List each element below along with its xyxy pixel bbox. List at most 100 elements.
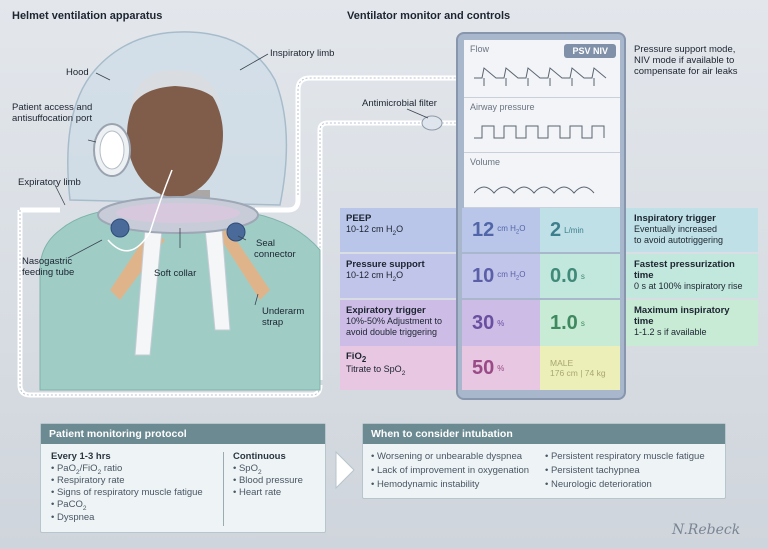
ps-value-cell[interactable]: 10 cm H2O (462, 254, 540, 298)
monitoring-every-head: Every 1-3 hrs (51, 451, 111, 462)
volume-waveform (474, 186, 595, 194)
fio2-value-cell[interactable]: 50 % (462, 346, 540, 390)
insp-time-value: 1.0 (550, 311, 578, 334)
arrow-right-icon (335, 450, 355, 490)
ps-unit: cm H2O (497, 270, 526, 282)
nasogastric-tube (107, 169, 173, 252)
label-seal-line1: Seal (256, 238, 276, 249)
insp-time-name: Maximum inspiratory time (634, 305, 730, 327)
monitoring-resp-rate: • Respiratory rate (51, 475, 125, 486)
press-time-name: Fastest pressurization time (634, 259, 735, 281)
insp-time-value-cell[interactable]: 1.0 s (540, 300, 620, 346)
monitoring-spo2: • SpO2 (233, 463, 262, 476)
intubation-item-1: • Worsening or unbearable dyspnea (371, 451, 523, 462)
label-seal-line2: connector (254, 249, 296, 260)
fio2-value: 50 (472, 356, 495, 379)
insp-trigger-desc: Inspiratory trigger Eventually increased… (626, 208, 758, 252)
fio2-unit: % (497, 363, 505, 373)
insp-trigger-unit: L/min (564, 225, 584, 235)
mode-note-line1: Pressure support mode, (634, 44, 736, 55)
peep-value: 12 (472, 218, 495, 241)
press-time-unit: s (580, 271, 585, 281)
press-time-value: 0.0 (550, 264, 578, 287)
intubation-item-3: • Hemodynamic instability (371, 479, 480, 490)
label-underarm-line2: strap (262, 317, 284, 328)
volume-panel: Volume (464, 153, 620, 208)
volume-label: Volume (470, 157, 501, 167)
monitoring-fatigue: • Signs of respiratory muscle fatigue (51, 487, 203, 498)
label-access-port-line1: Patient access and (12, 102, 93, 113)
intubation-title: When to consider intubation (363, 424, 725, 444)
monitoring-divider (223, 452, 224, 526)
peep-desc: PEEP 10-12 cm H2O (340, 208, 456, 252)
exp-trigger-unit: % (497, 318, 505, 328)
label-underarm-line1: Underarm (262, 306, 305, 317)
label-nasogastric-line1: Nasogastric (22, 256, 73, 267)
peep-name: PEEP (346, 213, 372, 224)
patient-head (127, 73, 223, 197)
ps-value: 10 (472, 264, 495, 287)
exp-trigger-value: 30 (472, 311, 495, 334)
insp-trigger-value-cell[interactable]: 2 L/min (540, 208, 620, 252)
ps-range: 10-12 cm H2O (346, 270, 404, 283)
press-time-desc-1: 0 s at 100% inspiratory rise (634, 281, 743, 291)
monitoring-paco2: • PaCO2 (51, 499, 87, 512)
monitoring-pf-ratio: • PaO2/FiO2 ratio (51, 463, 123, 476)
seal-connector-left (110, 218, 130, 238)
insp-trigger-desc-2: to avoid autotriggering (634, 235, 724, 245)
airway-pressure-panel: Airway pressure (464, 98, 620, 153)
artist-signature: N.Rebeck (672, 522, 741, 538)
ps-desc: Pressure support 10-12 cm H2O (340, 254, 456, 298)
insp-time-desc-1: 1-1.2 s if available (634, 327, 707, 337)
intubation-item-5: • Persistent tachypnea (545, 465, 640, 476)
insp-trigger-value: 2 (550, 218, 562, 241)
insp-trigger-desc-1: Eventually increased (634, 224, 718, 234)
insp-time-unit: s (580, 318, 585, 328)
exp-trigger-name: Expiratory trigger (346, 305, 426, 316)
pressure-waveform (474, 125, 605, 139)
monitor-title: Ventilator monitor and controls (347, 10, 511, 22)
label-hood: Hood (66, 67, 89, 78)
label-antimicrobial-filter: Antimicrobial filter (362, 98, 437, 109)
fio2-name: FiO2 (346, 351, 367, 364)
exp-trigger-desc-1: 10%-50% Adjustment to (346, 316, 443, 326)
press-time-value-cell[interactable]: 0.0 s (540, 254, 620, 298)
peep-range: 10-12 cm H2O (346, 224, 404, 237)
flow-label: Flow (470, 44, 490, 54)
apparatus-title: Helmet ventilation apparatus (12, 10, 163, 22)
insp-trigger-name: Inspiratory trigger (634, 213, 716, 224)
label-inspiratory-limb: Inspiratory limb (270, 48, 335, 59)
patient-info-cell: MALE 176 cm | 74 kg (540, 346, 620, 390)
mode-note-line2: NIV mode if available to (634, 55, 735, 66)
insp-time-desc: Maximum inspiratory time 1-1.2 s if avai… (626, 300, 758, 346)
peep-value-cell[interactable]: 12 cm H2O (462, 208, 540, 252)
fio2-desc: FiO2 Titrate to SpO2 (340, 346, 456, 390)
flow-panel: Flow PSV NIV (464, 40, 620, 98)
patient-sex: MALE (550, 358, 574, 368)
peep-unit: cm H2O (497, 224, 526, 236)
label-access-port-line2: antisuffocation port (12, 113, 93, 124)
exp-trigger-value-cell[interactable]: 30 % (462, 300, 540, 346)
filter-icon (421, 115, 443, 131)
label-nasogastric-line2: feeding tube (22, 267, 75, 278)
press-time-desc: Fastest pressurization time 0 s at 100% … (626, 254, 758, 298)
mode-badge: PSV NIV (564, 44, 616, 58)
monitoring-continuous-head: Continuous (233, 451, 286, 462)
label-expiratory-limb: Expiratory limb (18, 177, 81, 188)
intubation-item-2: • Lack of improvement in oxygenation (371, 465, 530, 476)
seal-connector-right (226, 222, 246, 242)
ps-name: Pressure support (346, 259, 425, 270)
exp-trigger-desc: Expiratory trigger 10%-50% Adjustment to… (340, 300, 456, 346)
underarm-strap-right (215, 228, 270, 300)
flow-waveform (474, 67, 607, 86)
mode-note-line3: compensate for air leaks (634, 66, 738, 77)
monitoring-title: Patient monitoring protocol (41, 424, 325, 444)
label-soft-collar: Soft collar (154, 268, 197, 279)
monitoring-panel: Patient monitoring protocol Every 1-3 hr… (40, 423, 326, 533)
patient-height-weight: 176 cm | 74 kg (550, 368, 606, 378)
monitoring-hr: • Heart rate (233, 487, 282, 498)
monitoring-dyspnea: • Dyspnea (51, 512, 95, 523)
monitoring-bp: • Blood pressure (233, 475, 303, 486)
